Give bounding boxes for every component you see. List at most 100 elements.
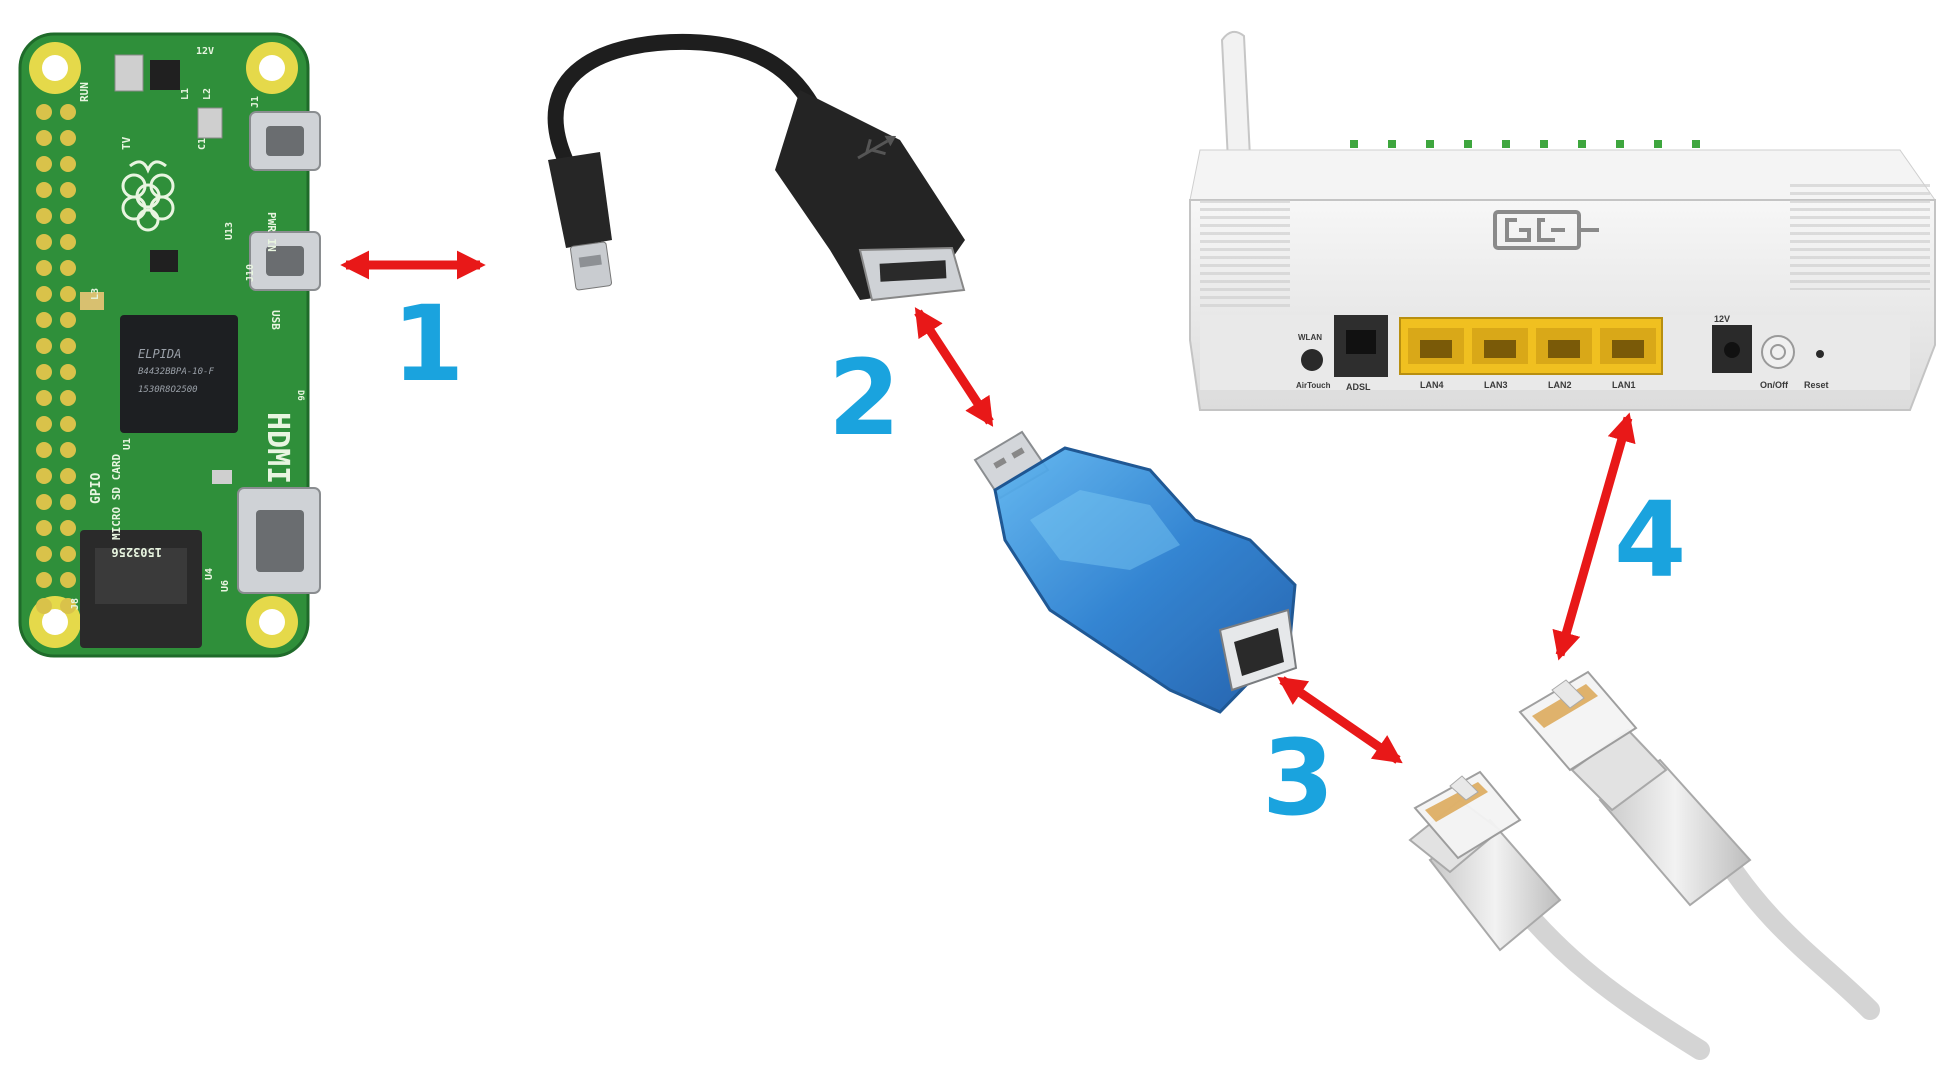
- gpio-pad: [60, 442, 76, 458]
- status-led: [1692, 140, 1700, 148]
- status-led: [1388, 140, 1396, 148]
- gpio-pad: [36, 338, 52, 354]
- label-l3: L3: [90, 288, 101, 300]
- label-j10: J10: [245, 264, 256, 282]
- label-d6: D6: [295, 390, 305, 401]
- status-led: [1616, 140, 1624, 148]
- micro-usb-port-data: [249, 231, 321, 291]
- label-lan1: LAN1: [1612, 380, 1636, 390]
- gpio-pad: [36, 390, 52, 406]
- gpio-pad: [60, 208, 76, 224]
- label-u4: U4: [204, 568, 215, 580]
- gpio-pad: [60, 364, 76, 380]
- status-led: [1654, 140, 1662, 148]
- gpio-header-pads: [36, 104, 76, 614]
- label-onoff: On/Off: [1760, 380, 1789, 390]
- adsl-port: ADSL: [1334, 315, 1388, 392]
- gpio-pad: [36, 364, 52, 380]
- ethernet-cable-to-adapter: [1408, 770, 1710, 1060]
- arrow-4: [1552, 412, 1636, 661]
- usb-a-female-connector: [775, 90, 966, 302]
- gpio-pad: [60, 520, 76, 536]
- arrow-2: [914, 307, 994, 427]
- lan-ports: LAN4 LAN3 LAN2 LAN1: [1399, 317, 1663, 390]
- power-button: On/Off: [1760, 335, 1795, 390]
- label-c1: C1: [197, 138, 208, 150]
- gpio-pad: [36, 572, 52, 588]
- gpio-pad: [36, 182, 52, 198]
- gpio-pad: [36, 598, 52, 614]
- step-number-4: 4: [1614, 479, 1686, 601]
- gpio-pad: [60, 390, 76, 406]
- gpio-pad: [60, 260, 76, 276]
- status-led: [1578, 140, 1586, 148]
- label-hdmi: HDMI: [260, 412, 295, 484]
- lan3-port: LAN3: [1472, 328, 1528, 390]
- usb-ethernet-adapter: [973, 430, 1298, 714]
- label-micro-sd: MICRO SD CARD: [110, 454, 123, 540]
- gpio-pad: [60, 156, 76, 172]
- status-leds: [1350, 140, 1700, 148]
- rj45-plug: [1413, 770, 1522, 860]
- label-gpio: GPIO: [89, 473, 104, 504]
- gpio-pad: [36, 234, 52, 250]
- step-number-3: 3: [1262, 717, 1334, 839]
- mini-hdmi-port: [237, 487, 321, 594]
- label-lan2: LAN2: [1548, 380, 1572, 390]
- gpio-pad: [60, 130, 76, 146]
- gpio-pad: [36, 546, 52, 562]
- gpio-pad: [36, 416, 52, 432]
- sd-serial-label: 1503256: [111, 545, 162, 559]
- status-led: [1464, 140, 1472, 148]
- soc-chip: ELPIDA B4432BBPA-10-F 1530R8O2500: [120, 315, 238, 433]
- gpio-pad: [60, 416, 76, 432]
- gpio-pad: [60, 494, 76, 510]
- lan1-port: LAN1: [1600, 328, 1656, 390]
- power-jack: 12V: [1712, 314, 1752, 373]
- gpio-pad: [60, 286, 76, 302]
- label-l2: L2: [202, 88, 213, 100]
- label-u1: U1: [122, 438, 133, 450]
- chip-line-2: B4432BBPA-10-F: [138, 367, 214, 377]
- label-adsl: ADSL: [1346, 382, 1371, 392]
- label-reset: Reset: [1804, 380, 1829, 390]
- gpio-pad: [36, 260, 52, 276]
- gpio-pad: [36, 494, 52, 510]
- raspberry-logo-icon: [121, 160, 175, 232]
- gpio-pad: [60, 468, 76, 484]
- label-wlan: WLAN: [1298, 333, 1322, 342]
- gpio-pad: [36, 520, 52, 536]
- step-number-2: 2: [828, 337, 900, 459]
- gpio-pad: [36, 442, 52, 458]
- gpio-pad: [36, 286, 52, 302]
- label-12v: 12V: [196, 46, 214, 57]
- gpio-pad: [60, 572, 76, 588]
- label-tv: TV: [120, 136, 133, 150]
- rj45-plug: [1518, 670, 1638, 772]
- status-led: [1502, 140, 1510, 148]
- label-j8: J8: [70, 598, 81, 610]
- step-number-1: 1: [392, 283, 464, 405]
- status-led: [1426, 140, 1434, 148]
- label-j1: J1: [250, 96, 261, 108]
- gpio-pad: [60, 598, 76, 614]
- label-lan3: LAN3: [1484, 380, 1508, 390]
- wlan-button: WLAN AirTouch: [1296, 333, 1331, 390]
- gpio-pad: [36, 156, 52, 172]
- gpio-pad: [60, 104, 76, 120]
- reset-button: Reset: [1804, 350, 1829, 390]
- chip-line-1: ELPIDA: [138, 347, 181, 361]
- label-12v-router: 12V: [1714, 314, 1730, 324]
- gpio-pad: [36, 208, 52, 224]
- lan4-port: LAN4: [1408, 328, 1464, 390]
- gpio-pad: [36, 468, 52, 484]
- chip-line-3: 1530R8O2500: [138, 385, 198, 395]
- usb-symbol-icon: [857, 135, 897, 160]
- label-l1: L1: [180, 88, 191, 100]
- gpio-pad: [36, 130, 52, 146]
- label-lan4: LAN4: [1420, 380, 1444, 390]
- router-logo-icon: [1493, 210, 1599, 250]
- label-pwr-in: PWR IN: [265, 212, 278, 252]
- micro-usb-plug: [548, 152, 612, 291]
